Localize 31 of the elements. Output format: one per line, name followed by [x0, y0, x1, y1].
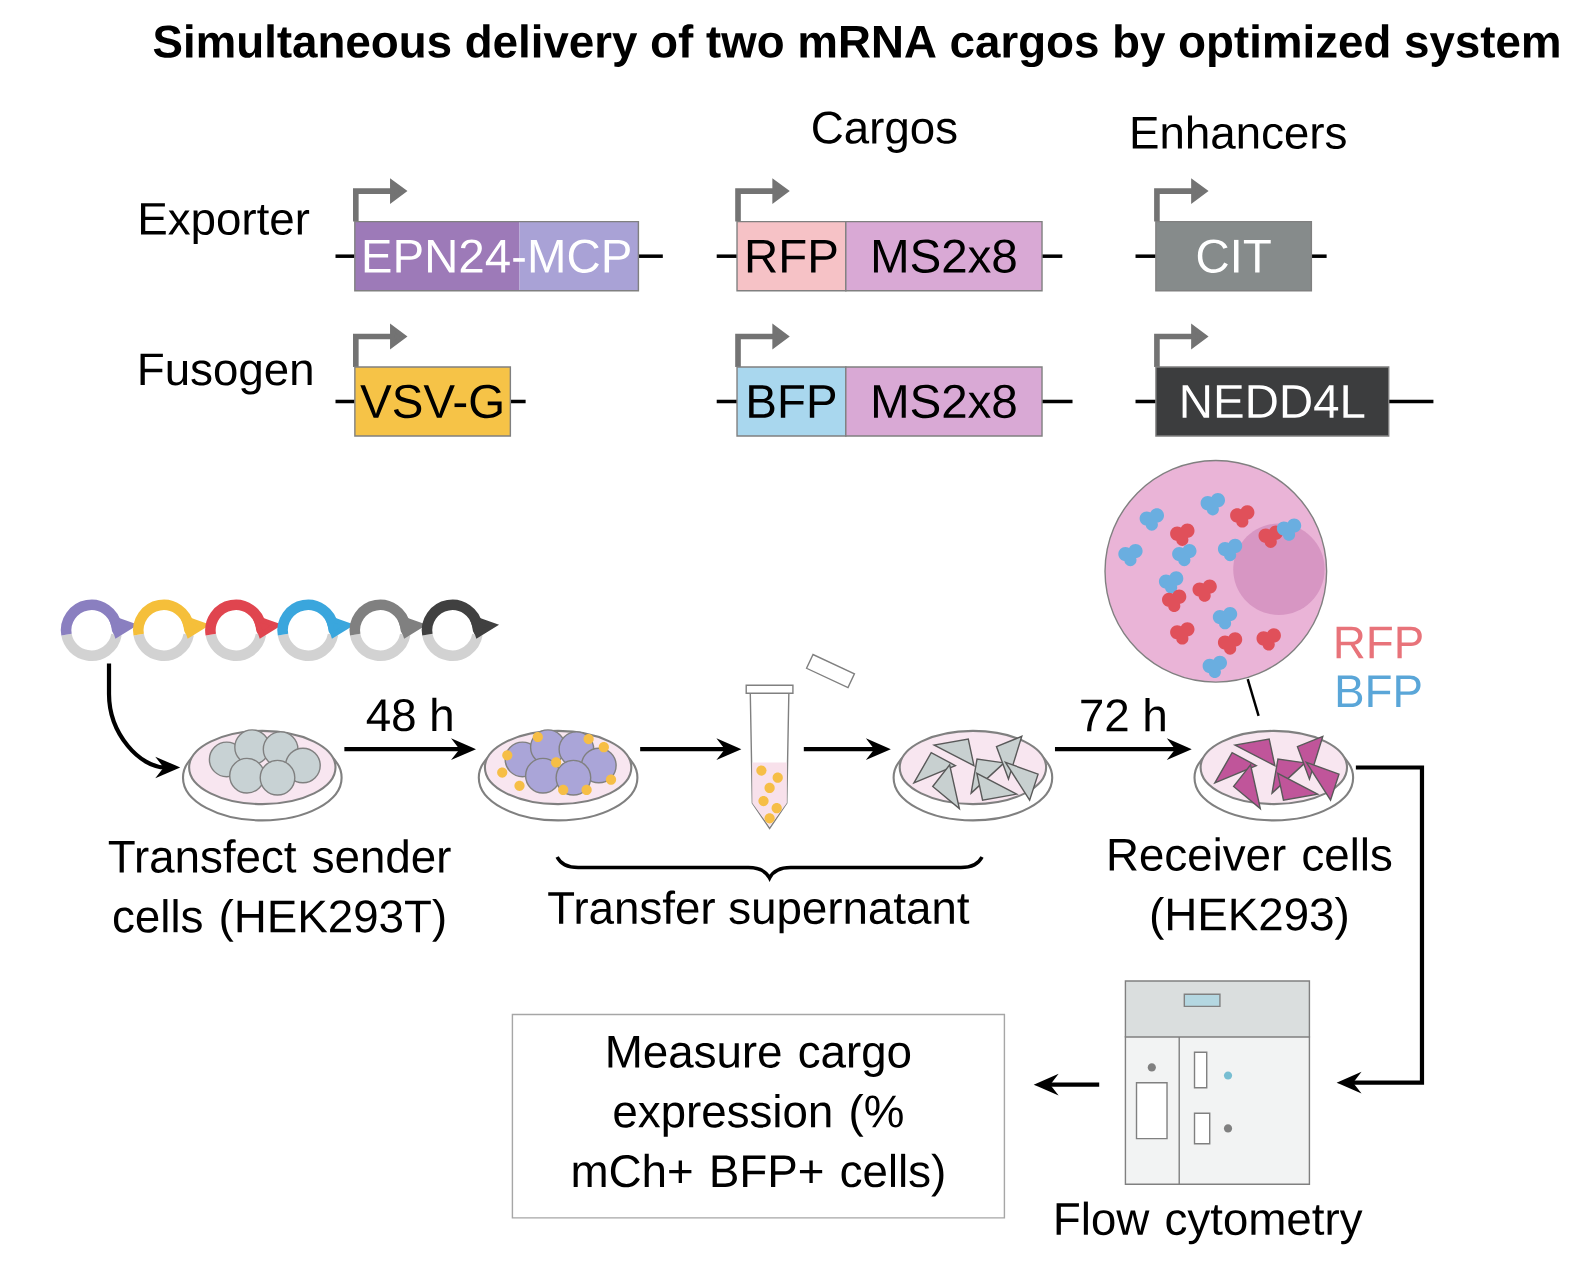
flow-cytometer-drawing [1124, 980, 1311, 1185]
node-label: Receiver cells (HEK293) [1109, 837, 1392, 940]
culture-dish-drawing [181, 729, 343, 822]
gene-box: MS2x8 [845, 366, 1043, 437]
leader-line [1246, 678, 1260, 717]
gene-box: EPN24-MCP [354, 220, 640, 292]
gene-box: RFP [736, 220, 847, 292]
node-label: Flow cytometry [1056, 1201, 1363, 1245]
culture-dish-drawing [1193, 729, 1355, 822]
edge-label: 72 h [1075, 694, 1172, 735]
legend-text: RFP [1336, 626, 1422, 659]
column-heading: Cargos [813, 111, 957, 153]
plasmid-icons-drawing [60, 599, 500, 661]
node-label: Transfect sender cells (HEK293T) [108, 839, 451, 942]
gene-box: CIT [1155, 220, 1313, 292]
gene-box: VSV-G [354, 366, 512, 437]
row-heading: Exporter [141, 203, 310, 245]
row-heading: Fusogen [140, 353, 312, 395]
title: Simultaneous delivery of two mRNA cargos by optimized system [153, 24, 1559, 68]
magnified-view-drawing [1104, 459, 1328, 683]
gene-box: NEDD4L [1155, 366, 1390, 437]
gene-box: MS2x8 [845, 220, 1043, 292]
gene-box: BFP [736, 366, 847, 437]
edge-label: 48 h [362, 694, 459, 735]
tube-drawing [745, 653, 856, 830]
bracket-label: Transfer supernatant [548, 890, 970, 934]
legend-text: BFP [1337, 675, 1421, 707]
column-heading: Enhancers [1132, 115, 1346, 149]
culture-dish-drawing [477, 729, 639, 822]
culture-dish-drawing [892, 729, 1054, 822]
result-box: Measure cargo expression (% mCh+ BFP+ cells) [511, 1013, 1006, 1219]
